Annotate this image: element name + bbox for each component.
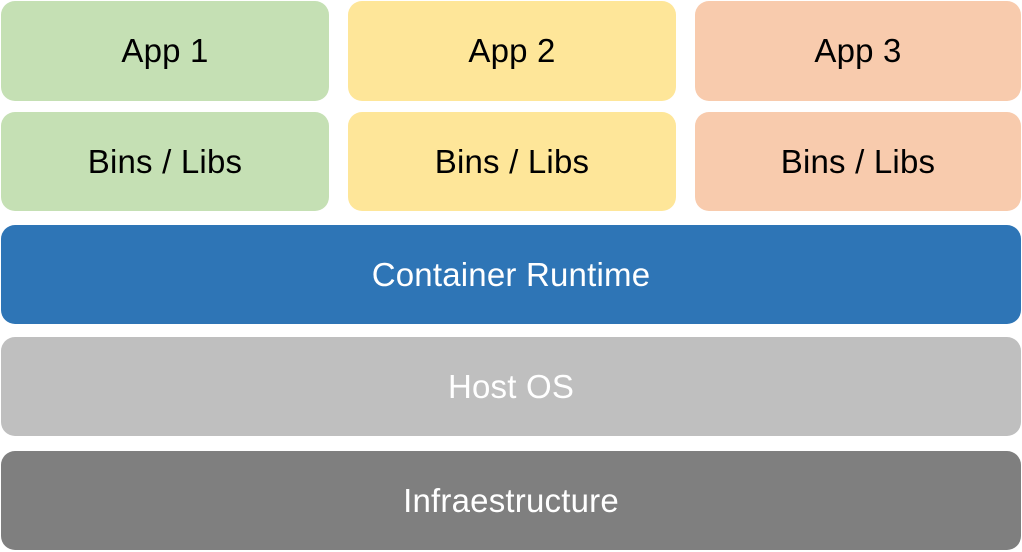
app-3-bins-libs-box: Bins / Libs [695, 112, 1021, 211]
infrastructure-layer: Infraestructure [1, 451, 1021, 550]
host-os-label: Host OS [447, 367, 575, 405]
app-1-bins-libs-label: Bins / Libs [87, 142, 243, 180]
app-1-bins-libs-box: Bins / Libs [1, 112, 329, 211]
host-os-layer: Host OS [1, 337, 1021, 436]
app-2-bins-libs-label: Bins / Libs [434, 142, 590, 180]
app-3-label: App 3 [814, 32, 902, 69]
app-2-label: App 2 [468, 32, 556, 69]
app-1-label: App 1 [121, 32, 209, 69]
app-3-bins-libs-label: Bins / Libs [780, 142, 936, 180]
app-1-box: App 1 [1, 1, 329, 101]
app-2-box: App 2 [348, 1, 676, 101]
app-3-box: App 3 [695, 1, 1021, 101]
infrastructure-label: Infraestructure [403, 481, 619, 519]
container-runtime-label: Container Runtime [371, 255, 651, 293]
container-runtime-layer: Container Runtime [1, 225, 1021, 324]
app-2-bins-libs-box: Bins / Libs [348, 112, 676, 211]
